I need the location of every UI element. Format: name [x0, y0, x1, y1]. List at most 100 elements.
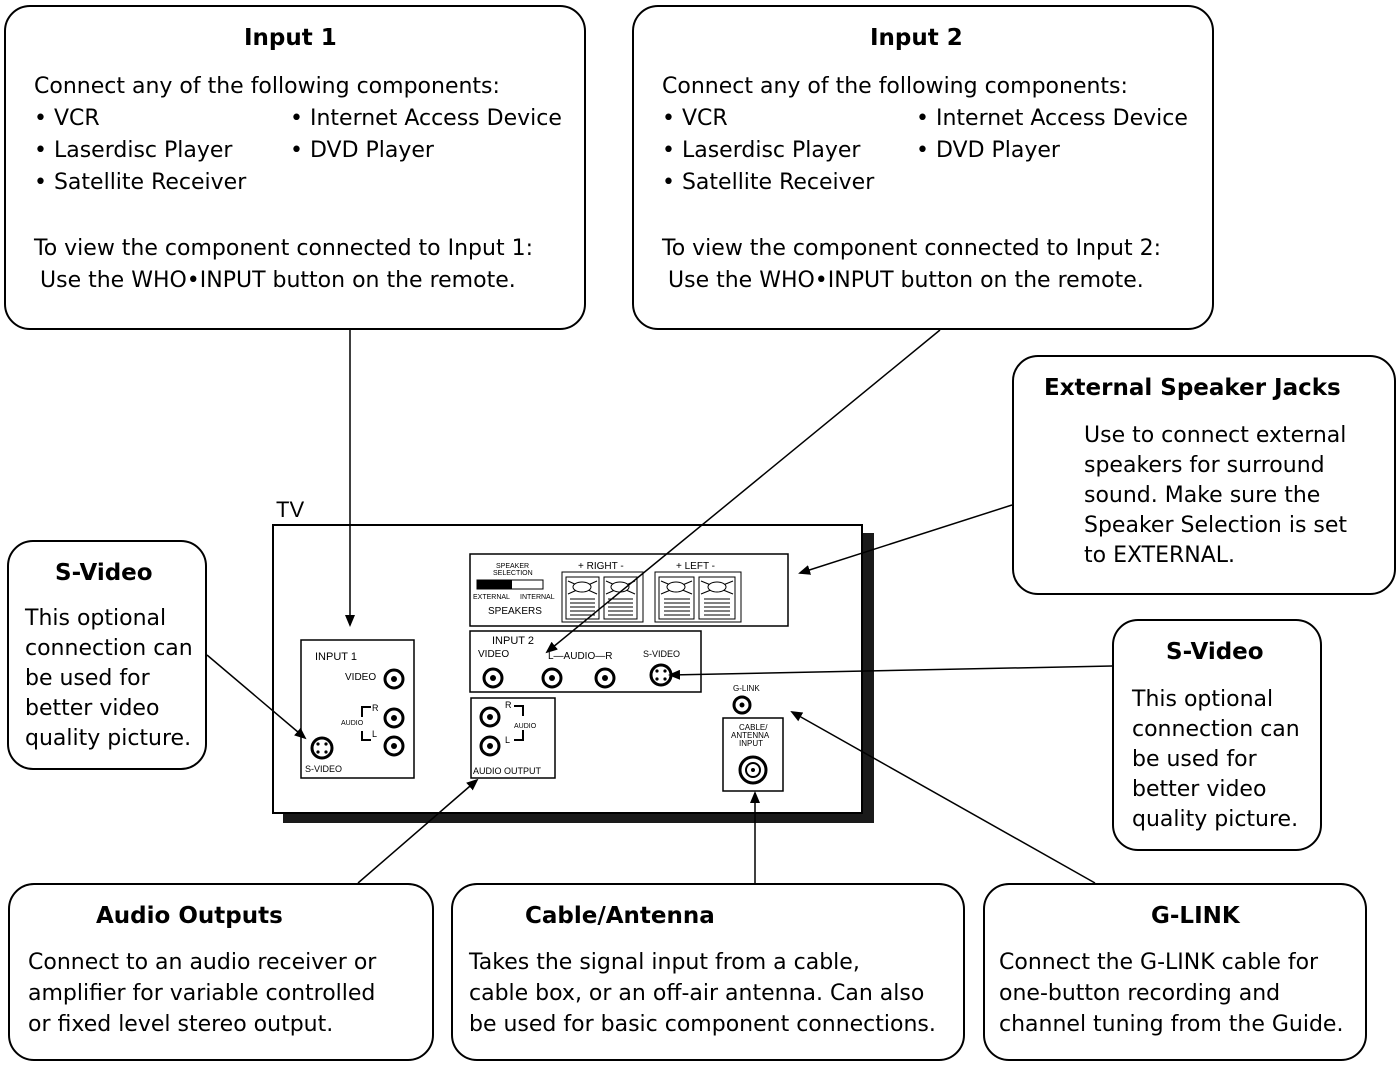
svideo-left-leader	[206, 654, 307, 740]
glink-line: one-button recording and	[999, 981, 1281, 1006]
audio-outputs-callout: Audio Outputs Connect to an audio receiv…	[8, 883, 434, 1061]
input2-callout: Input 2 Connect any of the following com…	[632, 5, 1214, 330]
input1-item: • Satellite Receiver	[34, 170, 247, 195]
audio-outputs-line: or fixed level stereo output.	[28, 1012, 334, 1037]
glink-line: channel tuning from the Guide.	[999, 1012, 1344, 1037]
audio-output-label: AUDIO OUTPUT	[473, 766, 542, 776]
glink-title: G-LINK	[1151, 903, 1240, 929]
input2-item: • Internet Access Device	[916, 106, 1188, 131]
input1-title: Input 1	[244, 25, 337, 51]
input1-l-label: L	[372, 729, 378, 739]
input1-svideo-jack	[310, 736, 334, 760]
input2-audio-label: L—AUDIO—R	[548, 651, 613, 662]
input2-video-label: VIDEO	[478, 649, 510, 660]
input2-label: INPUT 2	[492, 635, 534, 647]
input2-leader	[545, 329, 941, 654]
input2-intro: Connect any of the following components:	[662, 74, 1128, 99]
svideo-right-line: quality picture.	[1132, 807, 1299, 832]
right-speaker-terminals	[561, 571, 644, 623]
svideo-right-leader	[668, 665, 1113, 680]
input2-video-jack	[482, 667, 504, 689]
glink-callout: G-LINK Connect the G-LINK cable for one-…	[983, 883, 1367, 1061]
input1-item: • DVD Player	[290, 138, 434, 163]
speaker-selection-knob	[477, 580, 512, 589]
input1-audio-r-jack	[383, 707, 405, 729]
left-speaker-terminals	[654, 571, 742, 623]
svideo-right-line: be used for	[1132, 747, 1257, 772]
audio-outputs-leader	[357, 778, 479, 884]
audio-outputs-line: Connect to an audio receiver or	[28, 950, 377, 975]
input2-title: Input 2	[870, 25, 963, 51]
right-terminals-label: + RIGHT -	[578, 561, 624, 572]
input1-svideo-label: S-VIDEO	[305, 764, 343, 774]
svideo-left-title: S-Video	[55, 560, 153, 586]
external-label: EXTERNAL	[473, 594, 510, 601]
external-speakers-line: sound. Make sure the	[1084, 483, 1321, 508]
audio-outputs-line: amplifier for variable controlled	[28, 981, 376, 1006]
speaker-selection-label: SPEAKER	[496, 563, 530, 570]
external-speakers-leader	[798, 504, 1013, 575]
input1-audio-l-jack	[383, 735, 405, 757]
tv-label: TV	[276, 497, 305, 522]
external-speakers-line: Use to connect external	[1084, 423, 1347, 448]
glink-line: Connect the G-LINK cable for	[999, 950, 1319, 975]
cable-antenna-label: ANTENNA	[731, 731, 770, 740]
external-speakers-title: External Speaker Jacks	[1044, 375, 1341, 401]
cable-antenna-line: Takes the signal input from a cable,	[469, 950, 860, 975]
input1-video-jack	[383, 668, 405, 690]
external-speakers-line: Speaker Selection is set	[1084, 513, 1348, 538]
input1-video-label: VIDEO	[345, 672, 377, 683]
svideo-right-line: better video	[1132, 777, 1267, 802]
input2-item: • Laserdisc Player	[662, 138, 861, 163]
input1-audio-bracket	[361, 706, 371, 741]
cable-antenna-label: CABLE/	[739, 723, 768, 732]
glink-jack-label: G-LINK	[733, 684, 760, 693]
cable-antenna-line: cable box, or an off-air antenna. Can al…	[469, 981, 925, 1006]
audio-output-audio-label: AUDIO	[514, 723, 537, 730]
internal-label: INTERNAL	[520, 594, 555, 601]
input1-label: INPUT 1	[315, 651, 357, 663]
cable-antenna-line: be used for basic component connections.	[469, 1012, 936, 1037]
input1-item: • Laserdisc Player	[34, 138, 233, 163]
external-speakers-line: speakers for surround	[1084, 453, 1325, 478]
input2-audio-r-jack	[594, 667, 616, 689]
svideo-right-line: This optional	[1132, 687, 1274, 712]
svideo-left-callout: S-Video This optional connection can be …	[7, 540, 207, 770]
audio-output-l-label: L	[505, 735, 511, 745]
speakers-label: SPEAKERS	[488, 606, 542, 617]
svideo-left-line: This optional	[25, 606, 167, 631]
svideo-right-title: S-Video	[1166, 639, 1264, 665]
external-speakers-line: to EXTERNAL.	[1084, 543, 1236, 568]
input1-callout: Input 1 Connect any of the following com…	[4, 5, 586, 330]
svideo-left-line: better video	[25, 696, 160, 721]
input1-audio-label: AUDIO	[341, 720, 364, 727]
input1-r-label: R	[372, 703, 379, 713]
svideo-left-line: connection can	[25, 636, 193, 661]
svideo-left-line: be used for	[25, 666, 150, 691]
input1-item: • Internet Access Device	[290, 106, 562, 131]
input1-view-line: Use the WHO•INPUT button on the remote.	[40, 268, 516, 293]
input1-item: • VCR	[34, 106, 100, 131]
audio-outputs-title: Audio Outputs	[96, 903, 283, 929]
cable-antenna-callout: Cable/Antenna Takes the signal input fro…	[451, 883, 965, 1061]
input2-svideo-jack	[649, 663, 673, 687]
external-speakers-callout: External Speaker Jacks Use to connect ex…	[1012, 355, 1396, 595]
input2-item: • VCR	[662, 106, 728, 131]
svideo-right-callout: S-Video This optional connection can be …	[1112, 619, 1322, 851]
input2-audio-l-jack	[541, 667, 563, 689]
input1-intro: Connect any of the following components:	[34, 74, 500, 99]
audio-output-r-jack	[479, 706, 501, 728]
speaker-selection-label: SELECTION	[493, 570, 533, 577]
cable-antenna-title: Cable/Antenna	[525, 903, 715, 929]
input2-svideo-label: S-VIDEO	[643, 649, 681, 659]
svideo-left-line: quality picture.	[25, 726, 192, 751]
glink-jack	[732, 695, 752, 715]
input2-view-line: To view the component connected to Input…	[662, 236, 1161, 261]
input2-view-line: Use the WHO•INPUT button on the remote.	[668, 268, 1144, 293]
glink-leader	[790, 711, 1096, 884]
left-terminals-label: + LEFT -	[676, 561, 715, 572]
cable-antenna-connector	[738, 755, 768, 785]
input1-view-line: To view the component connected to Input…	[34, 236, 533, 261]
audio-output-l-jack	[479, 735, 501, 757]
